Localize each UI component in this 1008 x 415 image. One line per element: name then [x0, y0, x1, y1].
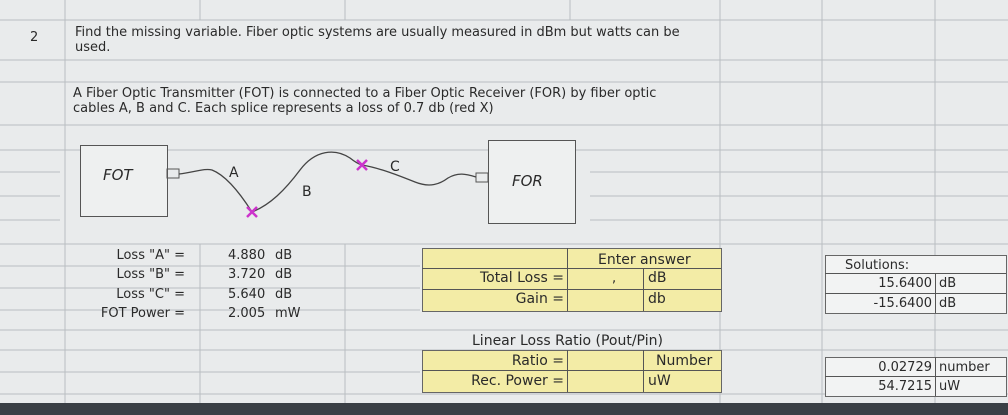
answer-row-divider-2 [422, 289, 721, 290]
linear-col-divider-2 [643, 350, 644, 392]
fot-label: FOT [103, 166, 133, 184]
cable-b [251, 151, 363, 213]
rec-power-input[interactable] [570, 374, 640, 389]
solution-gain: -15.6400 [873, 296, 932, 311]
loss-a-label: Loss "A" = [116, 248, 185, 263]
solutions-linear-box [825, 357, 1007, 397]
linear-row-divider [422, 370, 721, 371]
rec-power-label: Rec. Power = [471, 373, 564, 389]
fot-power-label: FOT Power = [100, 306, 185, 321]
description-line-2: cables A, B and C. Each splice represent… [73, 101, 494, 116]
solution-rec-power-unit: uW [939, 379, 961, 394]
splice-x-1 [246, 206, 258, 218]
solutions-linear-row-divider [825, 376, 1006, 377]
fot-power-value: 2.005 [228, 306, 266, 321]
answer-row-divider-1 [422, 268, 721, 269]
linear-col-divider-1 [567, 350, 568, 392]
solution-rec-power: 54.7215 [878, 379, 932, 394]
fot-box [80, 145, 168, 217]
solutions-row-divider-2 [825, 293, 1006, 294]
solution-total-loss-unit: dB [939, 276, 957, 291]
gain-unit: db [648, 291, 666, 307]
question-line-2: used. [75, 40, 111, 55]
splice-x-2 [356, 159, 368, 171]
solution-ratio-unit: number [939, 360, 990, 375]
loss-a-unit: dB [275, 248, 293, 263]
description-line-1: A Fiber Optic Transmitter (FOT) is conne… [73, 86, 657, 101]
loss-b-unit: dB [275, 267, 293, 282]
solutions-col-divider [935, 273, 936, 313]
fot-connector [166, 168, 180, 179]
for-label: FOR [512, 172, 543, 190]
solution-total-loss: 15.6400 [878, 276, 932, 291]
row-number: 2 [30, 30, 39, 45]
solution-gain-unit: dB [939, 296, 957, 311]
for-connector [475, 172, 489, 183]
cable-c [361, 164, 477, 186]
loss-b-value: 3.720 [228, 267, 266, 282]
ratio-label: Ratio = [511, 353, 564, 369]
gain-input[interactable] [580, 292, 640, 307]
answer-col-divider-1 [567, 248, 568, 311]
question-line-1: Find the missing variable. Fiber optic s… [75, 25, 680, 40]
ratio-input[interactable] [570, 354, 640, 369]
loss-a-value: 4.880 [228, 248, 266, 263]
linear-loss-table [422, 350, 722, 393]
rec-power-unit: uW [648, 373, 671, 389]
total-loss-label: Total Loss = [479, 270, 564, 286]
loss-c-label: Loss "C" = [116, 287, 185, 302]
solutions-box [825, 255, 1007, 314]
linear-loss-title: Linear Loss Ratio (Pout/Pin) [472, 333, 663, 349]
answer-col-divider-2 [643, 268, 644, 311]
solutions-linear-col-divider [935, 357, 936, 396]
solutions-row-divider-1 [825, 273, 1006, 274]
loss-c-value: 5.640 [228, 287, 266, 302]
cable-c-label: C [390, 159, 400, 175]
total-loss-unit: dB [648, 270, 667, 286]
loss-b-label: Loss "B" = [116, 267, 185, 282]
cable-b-label: B [302, 184, 312, 200]
answer-table [422, 248, 722, 312]
solution-ratio: 0.02729 [878, 360, 932, 375]
enter-answer-header: Enter answer [598, 252, 691, 268]
cable-a-label: A [229, 165, 239, 181]
screen-bezel [0, 403, 1008, 415]
loss-c-unit: dB [275, 287, 293, 302]
gain-label: Gain = [515, 291, 564, 307]
solutions-title: Solutions: [845, 258, 910, 273]
cable-a [178, 168, 253, 213]
total-loss-input[interactable]: , [612, 271, 617, 286]
fot-power-unit: mW [275, 306, 301, 321]
ratio-unit: Number [656, 353, 713, 369]
